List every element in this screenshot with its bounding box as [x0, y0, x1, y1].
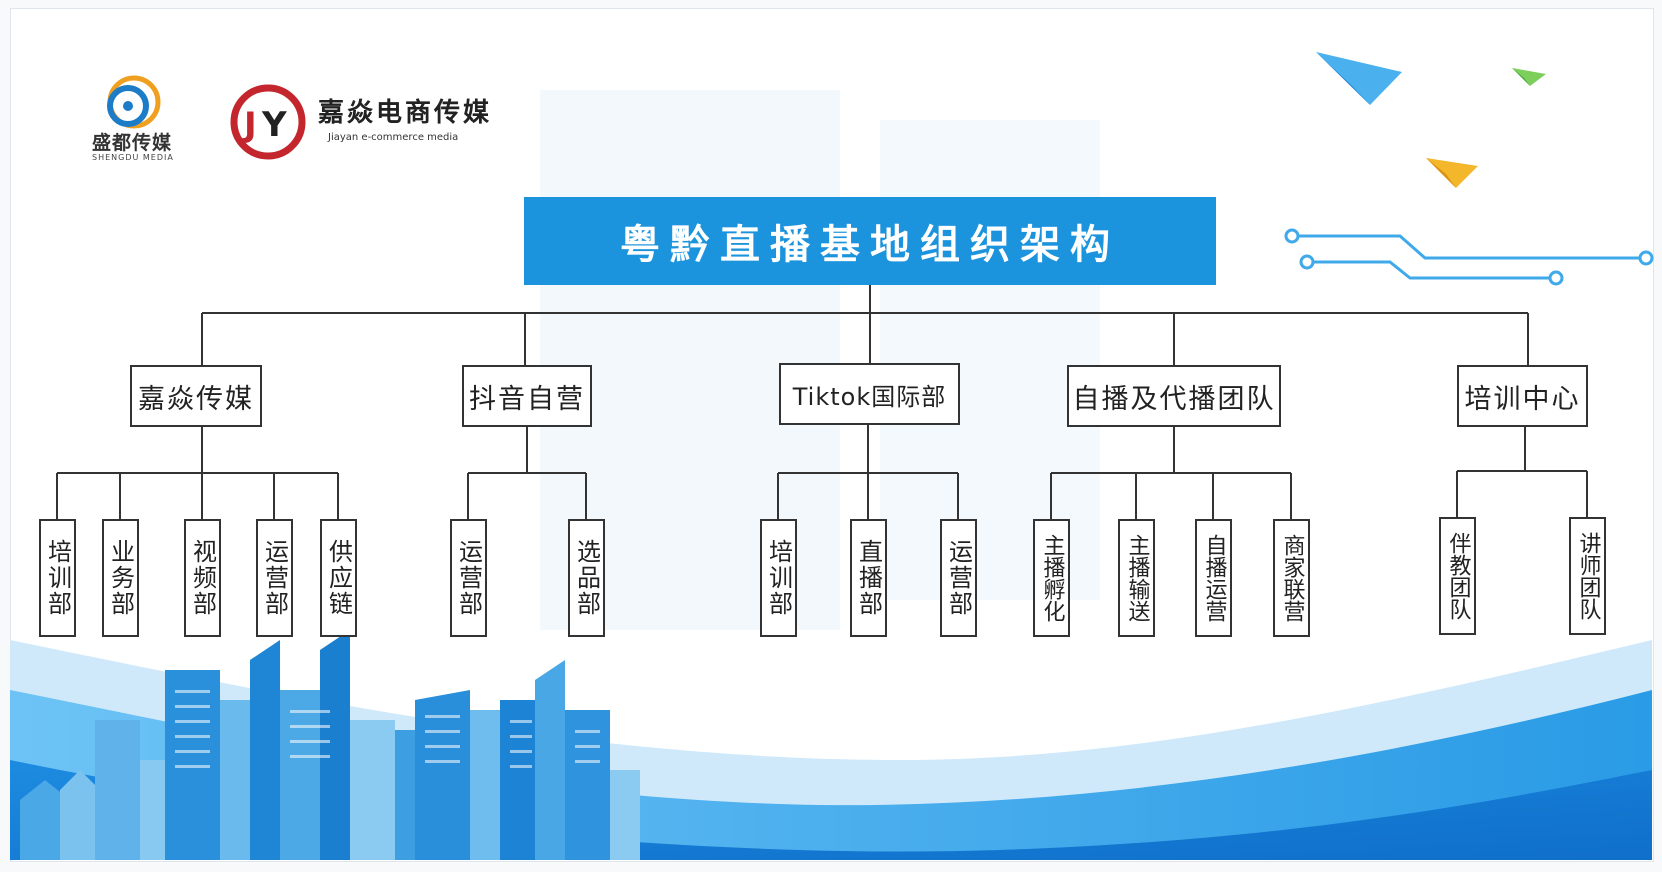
sub-unit-label: 主播孵化: [1039, 534, 1065, 622]
sub-unit-label: 运营部: [944, 539, 973, 617]
dept-douyin-self-operated: 抖音自营: [462, 365, 592, 427]
dept-label: 自播及代播团队: [1072, 383, 1276, 415]
sub-unit-label: 主播输送: [1124, 534, 1150, 622]
jiayan-logo-subtitle: Jiayan e-commerce media: [328, 132, 459, 143]
sub-unit-label: 伴教团队: [1445, 532, 1471, 620]
circuit-lines-decoration: [1284, 228, 1654, 286]
chart-title-banner: 粤黔直播基地组织架构: [524, 197, 1216, 285]
dept-live-streaming-team: 自播及代播团队: [1067, 365, 1281, 427]
sub-unit: 商家联营: [1273, 519, 1310, 637]
jiayan-logo-icon: J Y: [230, 84, 306, 160]
sub-unit-label: 供应链: [324, 539, 353, 617]
dept-label: Tiktok国际部: [792, 382, 947, 411]
paper-plane-icon: [1512, 68, 1546, 86]
sub-unit: 培训部: [39, 519, 76, 637]
city-skyline: [20, 630, 640, 860]
sub-unit: 运营部: [940, 519, 977, 637]
chart-title: 粤黔直播基地组织架构: [620, 222, 1120, 268]
svg-text:J: J: [242, 105, 257, 145]
sub-unit: 讲师团队: [1569, 517, 1606, 635]
dept-label: 抖音自营: [469, 383, 585, 415]
sub-unit: 直播部: [850, 519, 887, 637]
sub-unit-label: 讲师团队: [1575, 532, 1601, 620]
dept-jiayan-media: 嘉焱传媒: [130, 365, 262, 427]
sub-unit-label: 培训部: [764, 539, 793, 617]
paper-plane-icon: [1426, 158, 1478, 188]
sub-unit: 伴教团队: [1439, 517, 1476, 635]
sub-unit-label: 直播部: [854, 539, 883, 617]
dept-training-center: 培训中心: [1457, 365, 1588, 427]
svg-text:Y: Y: [261, 105, 287, 145]
sub-unit-label: 选品部: [572, 539, 601, 617]
sub-unit: 供应链: [320, 519, 357, 637]
sub-unit: 视频部: [184, 519, 221, 637]
sub-unit: 运营部: [256, 519, 293, 637]
shengdu-logo-name: 盛都传媒: [92, 132, 173, 154]
sub-unit: 主播孵化: [1033, 519, 1070, 637]
dept-label: 培训中心: [1464, 383, 1581, 415]
sub-unit: 自播运营: [1195, 519, 1232, 637]
sub-unit-label: 业务部: [106, 539, 135, 617]
sub-unit: 主播输送: [1118, 519, 1155, 637]
shengdu-logo-icon: [107, 75, 161, 129]
jiayan-logo-name: 嘉焱电商传媒: [318, 98, 493, 128]
sub-unit-label: 运营部: [454, 539, 483, 617]
sub-unit: 选品部: [568, 519, 605, 637]
sub-unit-label: 自播运营: [1201, 534, 1227, 622]
sub-unit: 培训部: [760, 519, 797, 637]
dept-label: 嘉焱传媒: [138, 383, 254, 415]
sub-unit-label: 培训部: [43, 539, 72, 617]
sub-unit: 业务部: [102, 519, 139, 637]
paper-plane-icon: [1316, 52, 1402, 105]
sub-unit-label: 视频部: [188, 539, 217, 617]
sub-unit: 运营部: [450, 519, 487, 637]
sub-unit-label: 运营部: [260, 539, 289, 617]
shengdu-logo-subtitle: SHENGDU MEDIA: [92, 153, 174, 162]
sub-unit-label: 商家联营: [1279, 534, 1305, 622]
dept-tiktok-international: Tiktok国际部: [779, 363, 960, 425]
